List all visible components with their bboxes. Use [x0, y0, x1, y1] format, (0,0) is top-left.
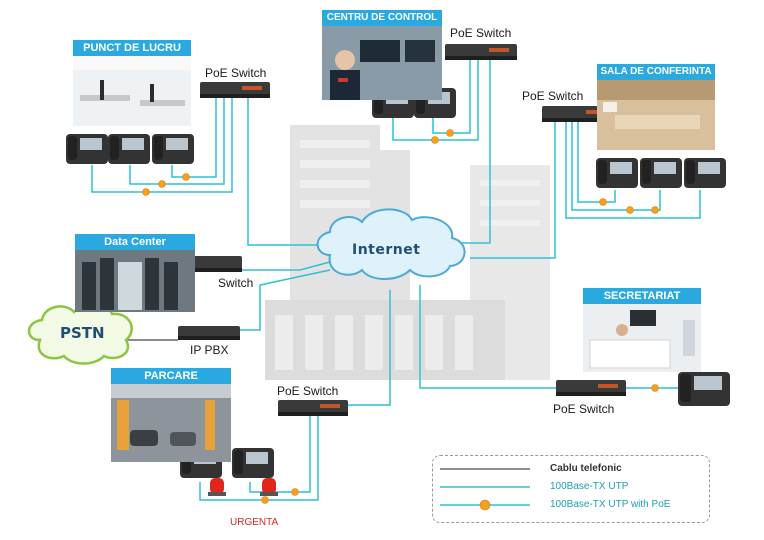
ip-phone — [108, 134, 150, 164]
legend-utp-poe: 100Base-TX UTP with PoE — [550, 499, 671, 510]
photo-parcare — [111, 384, 231, 462]
poe-switch-label: PoE Switch — [450, 26, 512, 40]
ip-phone — [596, 158, 638, 188]
poe-switch-parcare — [278, 400, 348, 416]
emergency-beacons — [208, 478, 278, 496]
poe-switch-label: PoE Switch — [522, 89, 584, 103]
photo-centru-de-control — [322, 26, 442, 100]
poe-switch-label: PoE Switch — [553, 402, 615, 416]
site-header-punct-de-lucru: PUNCT DE LUCRU — [73, 40, 191, 56]
poe-dots — [142, 129, 659, 504]
poe-dot — [651, 384, 659, 392]
internet-label: Internet — [352, 242, 421, 258]
site-header-parcare: PARCARE — [111, 368, 231, 384]
ip-phone — [66, 134, 108, 164]
pstn-label: PSTN — [60, 324, 105, 342]
poe-switch-centru — [445, 44, 517, 60]
urgenta-label: URGENTA — [230, 517, 279, 528]
poe-switch-label: PoE Switch — [277, 384, 339, 398]
ip-phone — [684, 158, 726, 188]
legend-utp: 100Base-TX UTP — [550, 481, 629, 492]
ip-pbx-label: IP PBX — [190, 343, 229, 357]
poe-dot — [291, 488, 299, 496]
pstn-cloud — [27, 302, 133, 365]
ip-phone — [640, 158, 682, 188]
poe-dot — [651, 206, 659, 214]
legend-box — [432, 455, 710, 523]
poe-switch-sala — [542, 106, 614, 122]
site-header-centru-de-control: CENTRU DE CONTROL — [322, 10, 442, 26]
poe-dot — [599, 198, 607, 206]
poe-switch-punct — [200, 82, 270, 98]
poe-dot — [261, 496, 269, 504]
legend-swatches — [440, 468, 530, 511]
ip-pbx-device — [178, 326, 240, 340]
red-beacon-icon — [208, 478, 226, 496]
photo-punct-de-lucru — [73, 56, 191, 126]
ip-phone — [152, 134, 194, 164]
poe-switch-label: PoE Switch — [205, 66, 267, 80]
poe-dot — [182, 173, 190, 181]
switch-label: Switch — [218, 276, 254, 290]
poe-dot — [158, 180, 166, 188]
site-header-secretariat: SECRETARIAT — [583, 288, 701, 304]
photo-secretariat — [583, 304, 701, 372]
poe-dot — [431, 136, 439, 144]
photo-sala-de-conferinta — [597, 80, 715, 150]
internet-cloud — [316, 208, 466, 280]
poe-dot — [446, 129, 454, 137]
legend-phone-cable: Cablu telefonic — [550, 463, 622, 474]
poe-dot — [626, 206, 634, 214]
site-header-data-center: Data Center — [75, 234, 195, 250]
ip-phone — [678, 372, 730, 406]
red-beacon-icon — [260, 478, 278, 496]
ip-phone — [232, 448, 274, 478]
switches — [172, 44, 626, 416]
photo-data-center — [75, 250, 195, 312]
poe-dot — [142, 188, 150, 196]
poe-switch-secretariat — [556, 380, 626, 396]
site-header-sala-de-conferinta: SALA DE CONFERINTA — [597, 64, 715, 80]
